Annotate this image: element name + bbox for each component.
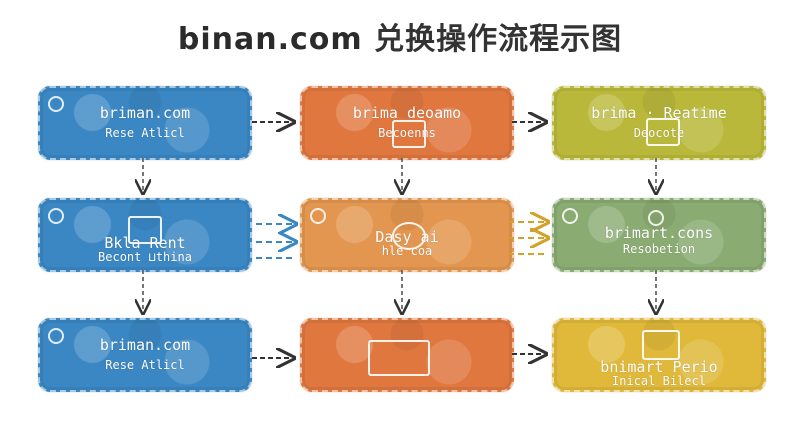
monitor-icon bbox=[128, 216, 162, 244]
step-label-primary: bnimart Perio bbox=[600, 358, 718, 376]
cloud-icon bbox=[392, 222, 426, 250]
step-box-1-1: briman.com Rese Atlicl bbox=[38, 86, 252, 160]
diagram-title: binan.com 兑换操作流程示图 bbox=[0, 14, 800, 58]
server-icon bbox=[392, 120, 426, 148]
title-text: 兑换操作流程示图 bbox=[374, 22, 623, 57]
step-box-3-2 bbox=[300, 318, 514, 392]
step-label-secondary: hle coa bbox=[381, 244, 433, 258]
step-box-1-3: brima · Reatime Deocote bbox=[552, 86, 766, 160]
server-rack-icon bbox=[368, 340, 430, 376]
step-label-primary: brima · Reatime bbox=[591, 104, 727, 122]
step-label-primary: bri̇ma deoamo bbox=[352, 104, 462, 122]
step-label-secondary: Resobetion bbox=[622, 242, 696, 256]
step-box-2-1: Bkla Rent Becont ⊔thina bbox=[38, 198, 252, 272]
step-label-primary: briman.com bbox=[99, 104, 191, 122]
step-label-secondary: Becoenns bbox=[378, 126, 436, 140]
box-icon bbox=[646, 118, 680, 146]
corner-circle-icon bbox=[48, 96, 64, 112]
corner-circle-icon bbox=[48, 208, 64, 224]
step-label-primary: brimart.cons bbox=[604, 224, 714, 242]
step-label-primary: Dasy ai bbox=[375, 228, 439, 246]
step-box-1-2: bri̇ma deoamo Becoenns bbox=[300, 86, 514, 160]
step-label-secondary: Deocote bbox=[633, 126, 685, 140]
step-label-secondary: Rese Atlicl bbox=[105, 358, 185, 372]
step-label-secondary: Inical Bilecl bbox=[612, 374, 706, 388]
step-label-primary: briman.com bbox=[99, 336, 191, 354]
corner-circle-icon bbox=[48, 328, 64, 344]
step-box-3-3: bnimart Perio Inical Bilecl bbox=[552, 318, 766, 392]
corner-circle-icon bbox=[562, 208, 578, 224]
package-icon bbox=[642, 330, 680, 360]
step-box-2-3: brimart.cons Resobetion bbox=[552, 198, 766, 272]
step-label-secondary: Rese Atlicl bbox=[105, 126, 185, 140]
corner-circle-icon bbox=[310, 208, 326, 224]
question-icon bbox=[648, 210, 664, 226]
step-label-primary: Bkla Rent bbox=[104, 234, 186, 252]
step-box-2-2: Dasy ai hle coa bbox=[300, 198, 514, 272]
title-brand: binan.com bbox=[177, 22, 363, 57]
step-box-3-1: briman.com Rese Atlicl bbox=[38, 318, 252, 392]
step-label-secondary: Becont ⊔thina bbox=[98, 250, 192, 264]
